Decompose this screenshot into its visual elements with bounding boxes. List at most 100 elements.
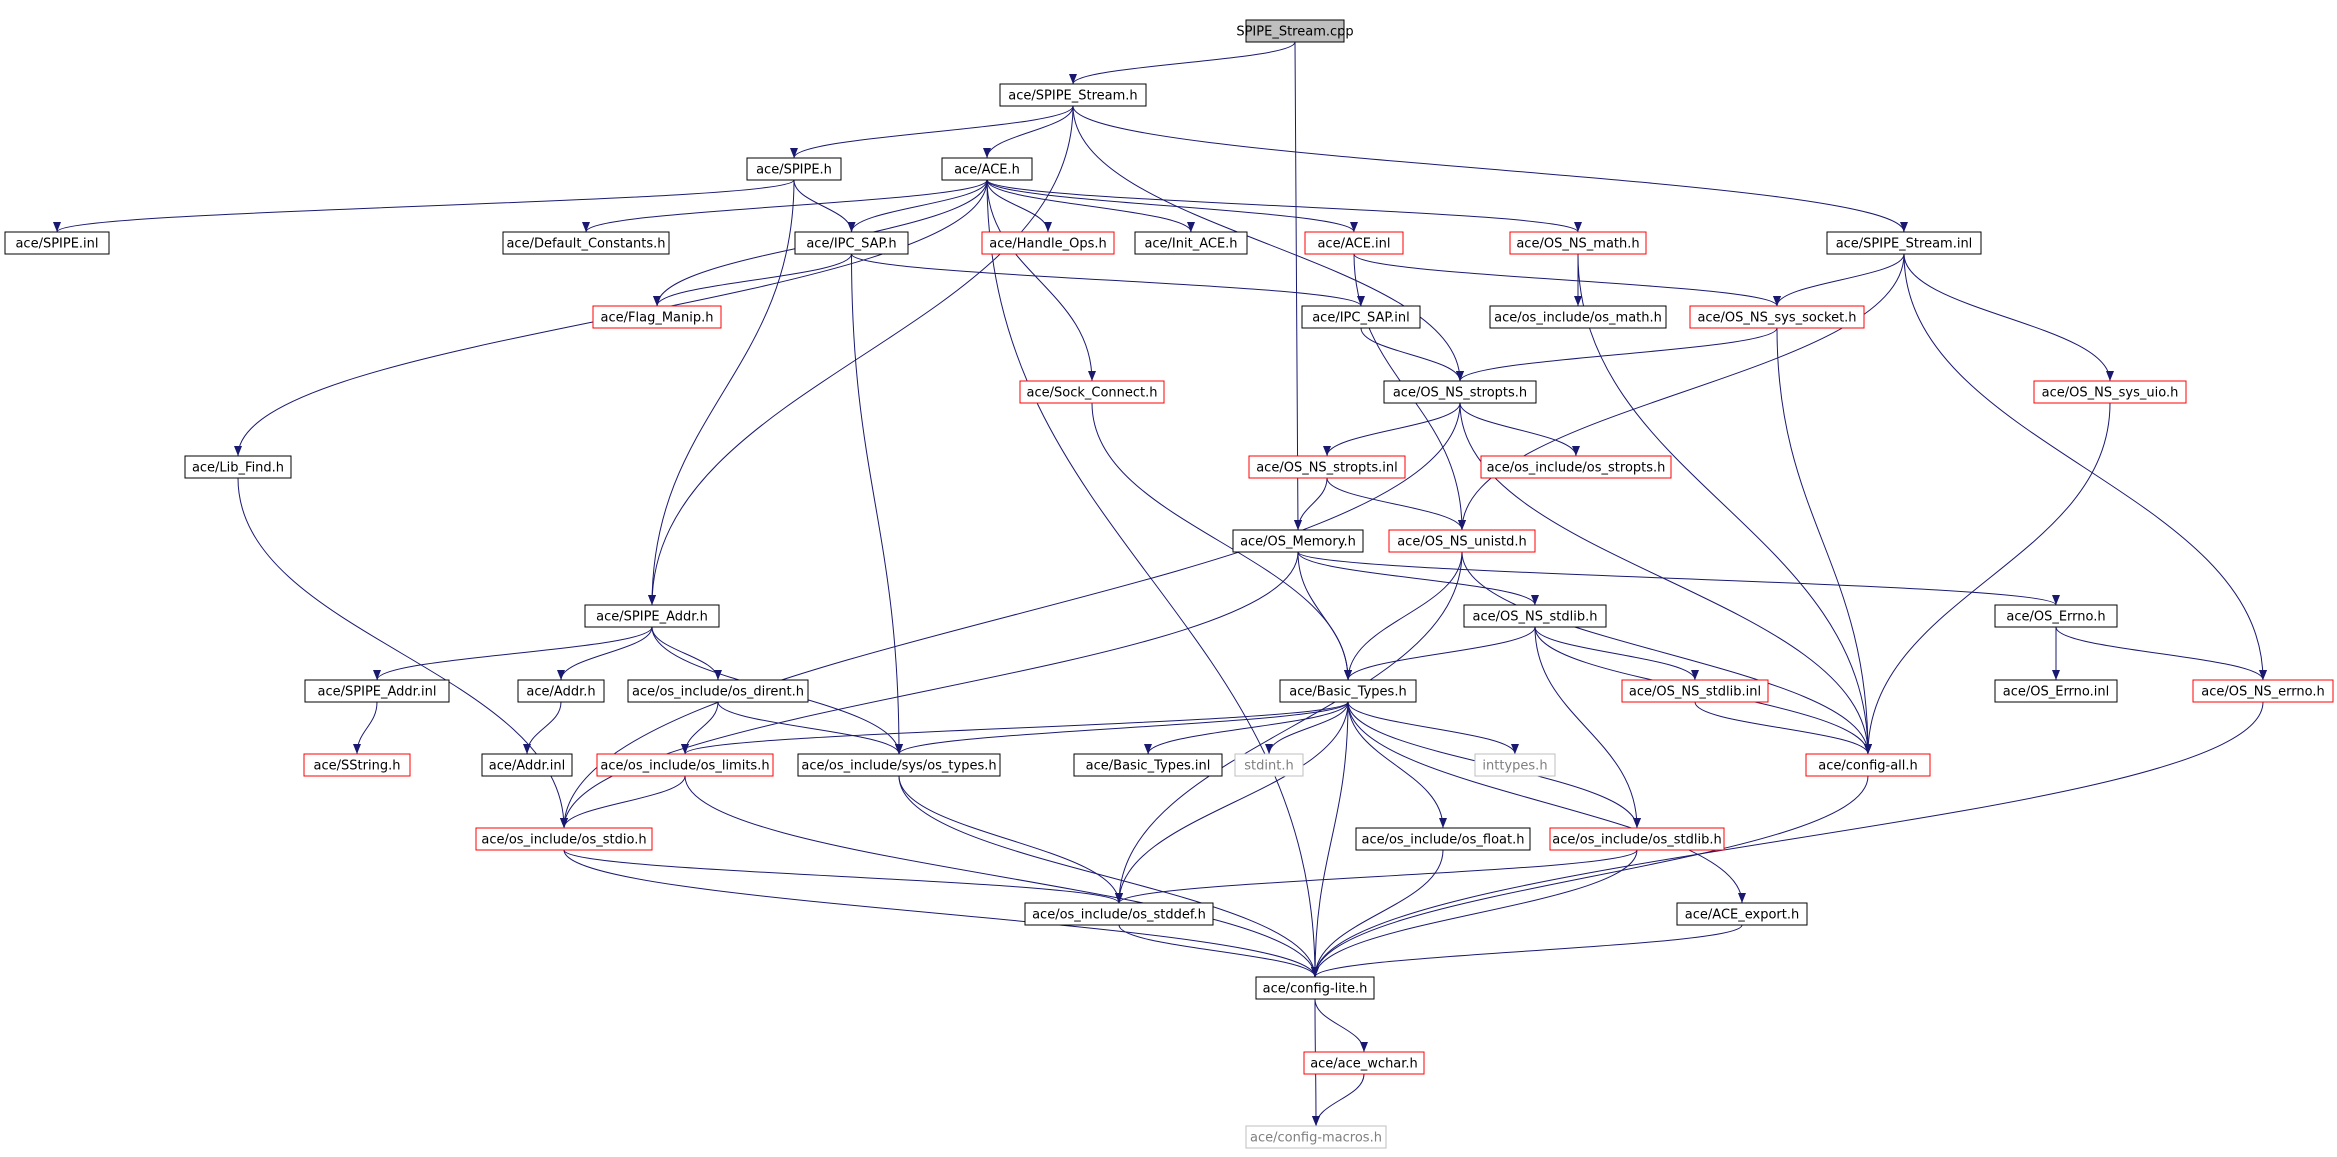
node-os-ns-sys-socket[interactable]: ace/OS_NS_sys_socket.h: [1689, 305, 1865, 329]
node-addr-inl[interactable]: ace/Addr.inl: [481, 753, 573, 777]
node-os-ns-stropts-h[interactable]: ace/OS_NS_stropts.h: [1383, 380, 1537, 404]
node-basic-types-inl[interactable]: ace/Basic_Types.inl: [1073, 753, 1223, 777]
node-box: [1024, 902, 1214, 926]
node-spipe-addr-h[interactable]: ace/SPIPE_Addr.h: [584, 604, 720, 628]
edge-root-to-spipe_stream_h: [1069, 41, 1296, 85]
node-config-macros: ace/config-macros.h: [1245, 1125, 1387, 1149]
node-box: [1463, 604, 1607, 628]
node-label: inttypes.h: [1482, 759, 1547, 774]
node-os-ns-stdlib-inl[interactable]: ace/OS_NS_stdlib.inl: [1621, 679, 1769, 703]
edge-os_types-to-config_lite: [898, 775, 1319, 978]
node-config-lite[interactable]: ace/config-lite.h: [1255, 976, 1375, 1000]
edge-os_ns_stropts_h-to-os_stdio: [560, 402, 1461, 829]
node-label: ace/os_include/os_float.h: [1361, 833, 1524, 848]
node-box: [1303, 1051, 1425, 1075]
node-box: [1245, 19, 1345, 43]
node-init-ace[interactable]: ace/Init_ACE.h: [1134, 231, 1248, 255]
node-os-math[interactable]: ace/os_include/os_math.h: [1489, 305, 1667, 329]
edge-ace_h-to-sock_connect: [986, 179, 1096, 382]
node-label: ace/SPIPE_Addr.inl: [318, 685, 437, 700]
node-label: ace/Flag_Manip.h: [601, 311, 714, 326]
node-os-ns-unistd[interactable]: ace/OS_NS_unistd.h: [1388, 529, 1536, 553]
node-handle-ops[interactable]: ace/Handle_Ops.h: [981, 231, 1115, 255]
node-default-constants[interactable]: ace/Default_Constants.h: [502, 231, 670, 255]
node-label: ace/Addr.h: [526, 685, 595, 700]
edge-os_stdlib-to-config_lite: [1311, 849, 1638, 978]
node-box: [1689, 305, 1865, 329]
node-os-memory[interactable]: ace/OS_Memory.h: [1232, 529, 1364, 553]
node-label: ace/OS_Memory.h: [1240, 535, 1356, 550]
edge-os_ns_stdlib_inl-to-config_all: [1694, 701, 1872, 755]
edge-ace_h-to-ipc_sap_h: [847, 179, 988, 233]
node-os-stddef[interactable]: ace/os_include/os_stddef.h: [1024, 902, 1214, 926]
node-spipe-inl[interactable]: ace/SPIPE.inl: [4, 231, 110, 255]
node-os-stropts[interactable]: ace/os_include/os_stropts.h: [1480, 455, 1672, 479]
node-os-ns-stdlib-h[interactable]: ace/OS_NS_stdlib.h: [1463, 604, 1607, 628]
edge-spipe_stream_h-to-spipe_h: [790, 105, 1074, 159]
node-label: ace/OS_NS_stdlib.inl: [1629, 685, 1761, 700]
edge-os_float-to-config_lite: [1311, 849, 1444, 978]
node-label: ace/Basic_Types.h: [1289, 685, 1406, 700]
node-label: ace/OS_NS_sys_socket.h: [1697, 311, 1856, 326]
edge-os_dirent-to-os_types: [717, 701, 903, 755]
node-label: ace/OS_Errno.h: [2006, 610, 2105, 625]
node-box: [1994, 679, 2118, 703]
node-ace-export[interactable]: ace/ACE_export.h: [1676, 902, 1808, 926]
node-lib-find[interactable]: ace/Lib_Find.h: [184, 455, 292, 479]
node-os-stdlib[interactable]: ace/os_include/os_stdlib.h: [1549, 827, 1725, 851]
node-spipe-h[interactable]: ace/SPIPE.h: [746, 157, 842, 181]
node-label: ace/SPIPE_Stream.inl: [1836, 237, 1973, 252]
nodes-layer: SPIPE_Stream.cpp ace/SPIPE_Stream.h ace/SP…: [4, 19, 2334, 1149]
edge-os_ns_math-to-config_all: [1577, 253, 1872, 755]
node-root[interactable]: SPIPE_Stream.cpp: [1236, 19, 1354, 43]
node-sock-connect[interactable]: ace/Sock_Connect.h: [1019, 380, 1165, 404]
edge-addr_h-to-addr_inl: [523, 701, 562, 755]
node-box: [1474, 753, 1556, 777]
edge-spipe_h-to-spipe_addr_h: [648, 179, 795, 606]
edge-spipe_h-to-spipe_inl: [53, 179, 795, 233]
edge-basic_types_h-to-stdint: [1265, 701, 1349, 755]
node-os-stdio[interactable]: ace/os_include/os_stdio.h: [475, 827, 653, 851]
node-spipe-stream-h[interactable]: ace/SPIPE_Stream.h: [999, 83, 1147, 107]
node-os-dirent[interactable]: ace/os_include/os_dirent.h: [627, 679, 809, 703]
edge-ace_inl-to-os_ns_sys_socket: [1353, 253, 1781, 307]
node-config-all[interactable]: ace/config-all.h: [1805, 753, 1931, 777]
node-ace-wchar[interactable]: ace/ace_wchar.h: [1303, 1051, 1425, 1075]
edge-ace_export-to-config_lite: [1311, 924, 1743, 978]
node-box: [303, 753, 411, 777]
node-os-types[interactable]: ace/os_include/sys/os_types.h: [797, 753, 1001, 777]
node-os-errno-h[interactable]: ace/OS_Errno.h: [1994, 604, 2118, 628]
node-sstring[interactable]: ace/SString.h: [303, 753, 411, 777]
node-label: ace/Lib_Find.h: [192, 461, 284, 476]
edge-spipe_stream_inl-to-os_ns_sys_socket: [1773, 253, 1905, 307]
node-spipe-addr-inl[interactable]: ace/SPIPE_Addr.inl: [304, 679, 450, 703]
node-os-ns-sys-uio[interactable]: ace/OS_NS_sys_uio.h: [2033, 380, 2187, 404]
node-os-errno-inl[interactable]: ace/OS_Errno.inl: [1994, 679, 2118, 703]
node-spipe-stream-inl[interactable]: ace/SPIPE_Stream.inl: [1826, 231, 1982, 255]
node-os-ns-math[interactable]: ace/OS_NS_math.h: [1509, 231, 1647, 255]
node-stdint: stdint.h: [1234, 753, 1304, 777]
node-os-float[interactable]: ace/os_include/os_float.h: [1355, 827, 1531, 851]
node-label: ace/Addr.inl: [489, 759, 565, 774]
node-ipc-sap-h[interactable]: ace/IPC_SAP.h: [794, 231, 909, 255]
node-ipc-sap-inl[interactable]: ace/IPC_SAP.inl: [1301, 305, 1421, 329]
node-ace-h[interactable]: ace/ACE.h: [941, 157, 1033, 181]
node-box: [1279, 679, 1417, 703]
node-label: ace/os_include/os_stdlib.h: [1552, 833, 1721, 848]
node-box: [797, 753, 1001, 777]
node-label: ace/OS_NS_stdlib.h: [1473, 610, 1598, 625]
node-os-ns-stropts-inl[interactable]: ace/OS_NS_stropts.inl: [1248, 455, 1406, 479]
node-os-limits[interactable]: ace/os_include/os_limits.h: [596, 753, 774, 777]
node-box: [475, 827, 653, 851]
node-box: [481, 753, 573, 777]
node-label: ace/Init_ACE.h: [1144, 237, 1237, 252]
edge-os_stdio-to-config_lite: [563, 849, 1319, 978]
node-box: [1489, 305, 1667, 329]
node-label: ace/Handle_Ops.h: [989, 237, 1106, 252]
node-os-ns-errno[interactable]: ace/OS_NS_errno.h: [2192, 679, 2334, 703]
node-flag-manip[interactable]: ace/Flag_Manip.h: [592, 305, 722, 329]
node-basic-types-h[interactable]: ace/Basic_Types.h: [1279, 679, 1417, 703]
node-ace-inl[interactable]: ace/ACE.inl: [1304, 231, 1404, 255]
node-addr-h[interactable]: ace/Addr.h: [517, 679, 605, 703]
edge-spipe_stream_h-to-spipe_addr_h: [648, 105, 1074, 606]
